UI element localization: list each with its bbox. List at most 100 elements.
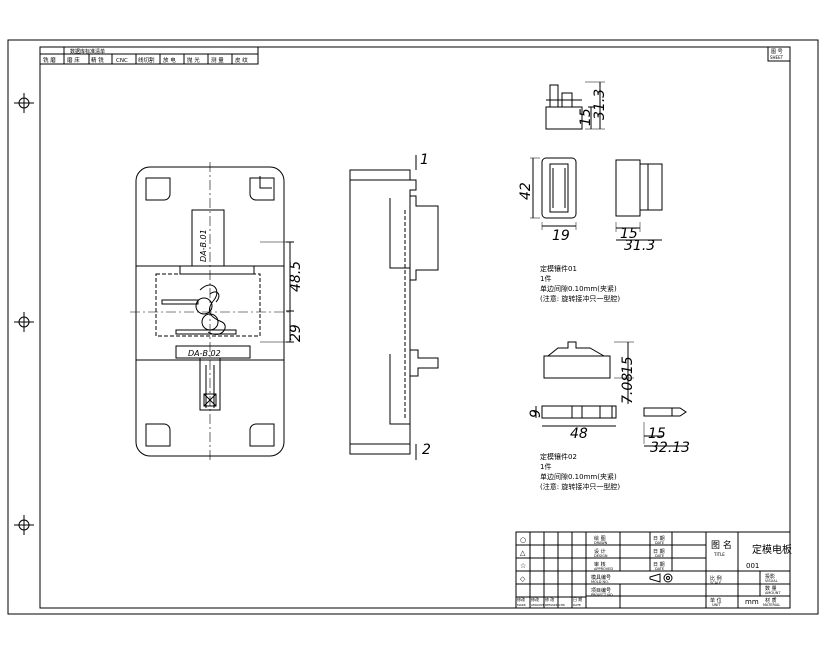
side-number-bottom: 2: [422, 442, 431, 458]
registration-mark-top: [14, 93, 34, 113]
dim-part1-42: 42: [518, 182, 534, 200]
note-part1-line3: (注意: 旋转接冲只一型腔): [540, 294, 620, 303]
front-view: [130, 162, 294, 462]
drawing-title: 定模电板: [752, 543, 792, 556]
label-scale: 比 例: [710, 575, 722, 582]
label-projection-en: VISUAL: [765, 579, 778, 583]
note-part2-line2: 单边间隙0.10mm(夹紧): [540, 472, 617, 481]
title-label: 图 名: [711, 539, 732, 551]
dim-front-48-5: 48.5: [288, 261, 304, 292]
unit-value: mm: [745, 598, 759, 606]
side-view: [349, 155, 439, 460]
note-part2: 定模镶件02 1件 单边间隙0.10mm(夹紧) (注意: 旋转接冲只一型腔): [540, 452, 620, 491]
label-drawn-en: DRAWN: [594, 541, 608, 545]
rev-footer-en-4: DATE: [573, 603, 581, 607]
label-project: 项目编号: [591, 587, 611, 594]
part1-top-view: [545, 81, 605, 130]
dim-part1-19: 19: [552, 228, 570, 244]
note-part2-title: 定模镶件02: [540, 452, 577, 461]
label-mold-no: 模具编号: [591, 574, 611, 581]
label-quantity: 数 量: [765, 585, 777, 592]
note-part2-line3: (注意: 旋转接冲只一型腔): [540, 482, 620, 491]
process-col-1: 铣 磨: [43, 56, 56, 64]
process-col-6: 放 电: [163, 56, 176, 64]
label-projection: 投影: [765, 573, 775, 580]
dim-part2-48: 48: [570, 426, 588, 442]
process-col-9: 皮 纹: [235, 56, 248, 64]
rev-footer-2: 修改: [531, 596, 539, 602]
title-label-en: TITLE: [713, 552, 725, 557]
side-number-top: 1: [420, 152, 429, 168]
front-lower-label: DA-B.02: [188, 349, 221, 358]
rev-footer-1: 修改: [517, 596, 525, 602]
dim-part2-end-15: 15: [648, 426, 666, 442]
dim-part1-end-31-3: 31.3: [624, 238, 655, 254]
inner-frame: [39, 46, 791, 609]
note-part2-line1: 1件: [540, 462, 551, 471]
process-col-4: CNC: [116, 58, 128, 64]
process-table: [39, 46, 259, 65]
front-upper-label: DA-B.01: [199, 229, 208, 262]
process-col-7: 抛 光: [187, 56, 200, 64]
rev-footer-en-3: REMARK/CHK: [545, 603, 566, 607]
rev-footer-3: 修 改: [545, 596, 554, 602]
rev-symbol-1: ○: [520, 536, 526, 544]
rev-symbol-4: ◇: [520, 575, 526, 583]
dim-part2-end-32-13: 32.13: [650, 440, 690, 456]
label-mold-no-en: MOLD NO.: [591, 580, 609, 584]
process-table-caption: 数据库标准清单: [70, 48, 105, 55]
registration-mark-middle: [14, 312, 34, 332]
rev-footer-en-2: AMOUNT: [531, 603, 544, 607]
label-drawn: 绘 图: [594, 535, 606, 542]
note-part1: 定模镶件01 1件 单边间隙0.10mm(夹紧) (注意: 旋转接冲只一型腔): [540, 264, 620, 303]
label-material: 材 质: [765, 597, 777, 604]
note-part1-title: 定模镶件01: [540, 264, 577, 273]
label-date-1: 日 期: [653, 536, 665, 542]
sheet-sub: SHEET: [770, 55, 784, 60]
label-date-2-en: DATE: [655, 554, 664, 558]
process-col-3: 精 铣: [91, 56, 104, 64]
note-part1-line1: 1件: [540, 274, 551, 283]
process-col-2: 磨 床: [67, 56, 80, 64]
dim-front-29: 29: [288, 324, 304, 342]
rev-symbol-3: ☆: [520, 562, 526, 570]
dim-part2-7-08: 7.08: [620, 373, 636, 404]
label-material-en: MATERIAL: [763, 603, 780, 607]
sheet-number-box: [767, 46, 791, 62]
label-unit: 单 位: [710, 597, 722, 604]
note-part1-line2: 单边间隙0.10mm(夹紧): [540, 284, 617, 293]
part2-front-view: [535, 405, 617, 427]
rev-footer-4: 日 期: [573, 596, 582, 602]
dim-part1-15: 15: [578, 108, 594, 126]
outer-frame: [7, 39, 819, 615]
label-scale-en: SCALE: [710, 581, 721, 585]
rev-symbol-2: △: [520, 549, 526, 557]
label-date-1-en: DATE: [655, 541, 664, 545]
label-date-3: 日 期: [653, 562, 665, 568]
label-date-3-en: DATE: [655, 567, 664, 571]
dim-part2-15: 15: [620, 356, 636, 374]
part2-top-view: [543, 341, 634, 404]
dim-part1-31-3: 31.3: [592, 89, 608, 120]
label-unit-en: UNIT: [712, 603, 721, 607]
part1-side-view: [615, 159, 663, 241]
process-col-8: 测 量: [211, 56, 224, 64]
part1-front-view: [530, 157, 577, 230]
title-block: [515, 531, 791, 609]
label-design-en: DESIGN: [594, 554, 608, 558]
label-quantity-en: AMOUNT: [765, 591, 781, 595]
process-col-5: 线切割: [138, 56, 155, 64]
sheet-label: 图 号: [771, 49, 783, 55]
rev-footer-en-1: MARK: [517, 603, 527, 607]
part2-side-view: [643, 407, 687, 447]
dim-part1-end-15: 15: [620, 226, 638, 242]
dim-part2-9: 9: [528, 409, 544, 418]
registration-mark-bottom: [14, 515, 34, 535]
label-approved-en: APPROVED: [594, 567, 613, 571]
projection-symbol-icon: [649, 573, 673, 583]
label-date-2: 日 期: [653, 549, 665, 555]
label-design: 设 计: [594, 548, 606, 555]
label-approved: 审 核: [594, 561, 606, 568]
label-project-en: PROJECT NO.: [591, 593, 614, 597]
